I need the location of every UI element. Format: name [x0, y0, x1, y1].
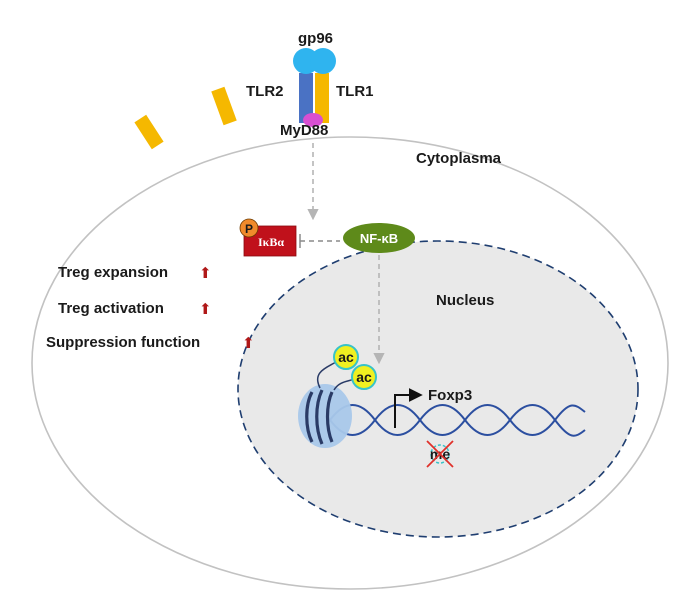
dna-strand-2	[329, 404, 586, 436]
phospho-label: P	[245, 222, 253, 236]
nucleus-label: Nucleus	[436, 292, 494, 309]
membrane-receptor-bars	[134, 86, 237, 150]
cytoplasm-label: Cytoplasma	[416, 150, 502, 167]
methyl-group	[430, 444, 450, 464]
myd88-icon	[303, 113, 323, 127]
tlr1-label: TLR1	[336, 83, 374, 100]
ikba-complex	[239, 218, 297, 257]
acetyl-label-1: ac	[338, 349, 354, 365]
membrane-bar-2	[211, 86, 237, 126]
nfkb-label: NF-κB	[360, 231, 398, 246]
effect-treg-activation: Treg activation	[58, 300, 164, 317]
phospho-icon	[239, 218, 259, 238]
nucleus	[237, 240, 639, 538]
up-arrow-icon: ⬆	[199, 264, 212, 282]
gp96-right-icon	[310, 48, 336, 74]
dna-helix	[329, 404, 586, 437]
effect-treg-expansion: Treg expansion	[58, 264, 168, 281]
nucleosome	[298, 384, 352, 448]
tlr1-bar	[315, 73, 329, 123]
demethylation-cross-icon	[426, 440, 454, 468]
effect-suppression-function: Suppression function	[46, 334, 200, 351]
acetyl-group-1	[333, 344, 359, 370]
nfkb-icon	[343, 223, 415, 253]
foxp3-label: Foxp3	[428, 387, 472, 404]
tlr-receptor-complex	[293, 48, 336, 127]
gp96-label: gp96	[298, 30, 333, 47]
myd88-label: MyD88	[280, 122, 328, 139]
histone-wrap	[305, 389, 334, 445]
transcription-start-arrow	[394, 388, 423, 428]
membrane-bar-1	[134, 114, 164, 150]
up-arrow-icon: ⬆	[242, 334, 255, 352]
tlr2-bar	[299, 73, 313, 123]
acetyl-label-2: ac	[356, 369, 372, 385]
tlr2-label: TLR2	[246, 83, 284, 100]
up-arrow-icon: ⬆	[199, 300, 212, 318]
ikba-label: IκBα	[258, 235, 284, 249]
acetyl-group-2	[351, 364, 377, 390]
